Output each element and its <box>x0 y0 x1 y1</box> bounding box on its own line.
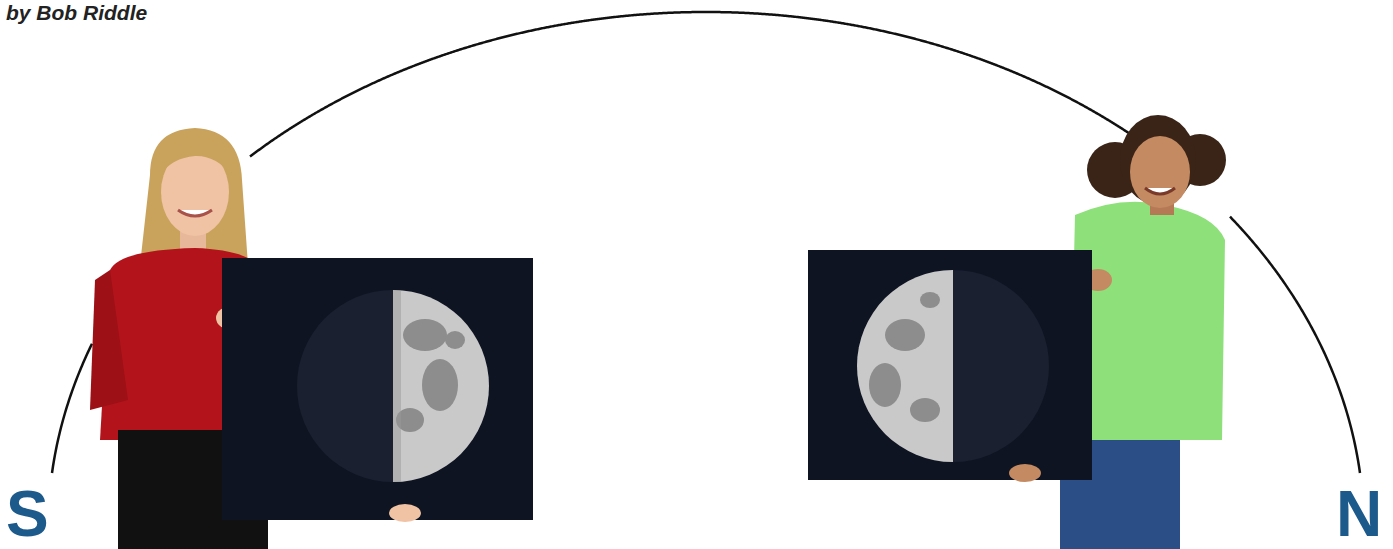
arc-segment <box>250 12 1172 164</box>
moon-board-first-quarter <box>222 258 533 522</box>
arc-segment <box>1230 217 1360 473</box>
compass-letter: S <box>6 482 49 546</box>
byline: by Bob Riddle <box>6 2 147 23</box>
moon-board-last-quarter <box>808 250 1092 482</box>
compass-letter: N <box>1336 482 1382 546</box>
arc-segment <box>52 344 92 473</box>
